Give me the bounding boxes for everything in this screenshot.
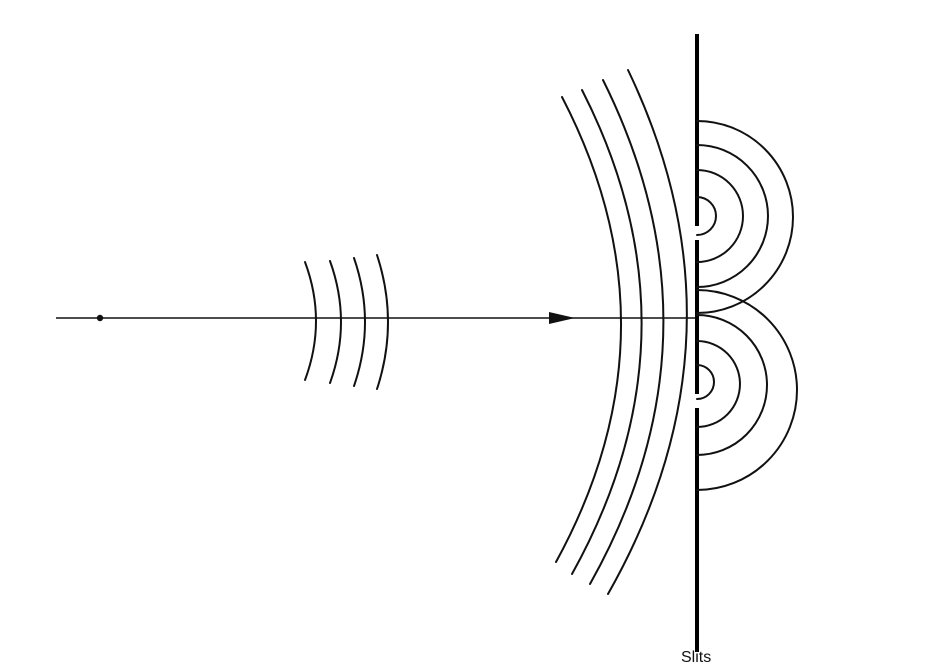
upper-wavelet-4 [696, 120, 794, 314]
early-wavefront-3 [353, 257, 366, 387]
lower-wavelet-3 [696, 314, 768, 456]
lower-wavelet-2 [696, 340, 741, 428]
lower-wavelet-4 [696, 289, 798, 491]
approaching-wavefront-4 [607, 69, 688, 595]
upper-wavelet-3 [696, 144, 769, 288]
early-wavefronts [304, 254, 389, 390]
upper-slit-wavelets [696, 120, 794, 314]
approaching-wavefront-1 [555, 96, 623, 563]
upper-wavelet-2 [696, 169, 744, 263]
approaching-wavefront-2 [571, 89, 643, 575]
point-source [96, 314, 104, 322]
early-wavefront-2 [329, 260, 342, 384]
lower-slit-wavelets [696, 289, 798, 491]
approaching-wavefront-3 [589, 79, 665, 585]
slits-label: Slits [681, 649, 711, 666]
lower-wavelet-1 [696, 364, 715, 400]
direction-arrowhead [549, 312, 575, 324]
upper-wavelet-1 [696, 196, 717, 236]
early-wavefront-4 [376, 254, 389, 390]
early-wavefront-1 [304, 261, 317, 381]
approaching-wavefronts [555, 69, 688, 595]
